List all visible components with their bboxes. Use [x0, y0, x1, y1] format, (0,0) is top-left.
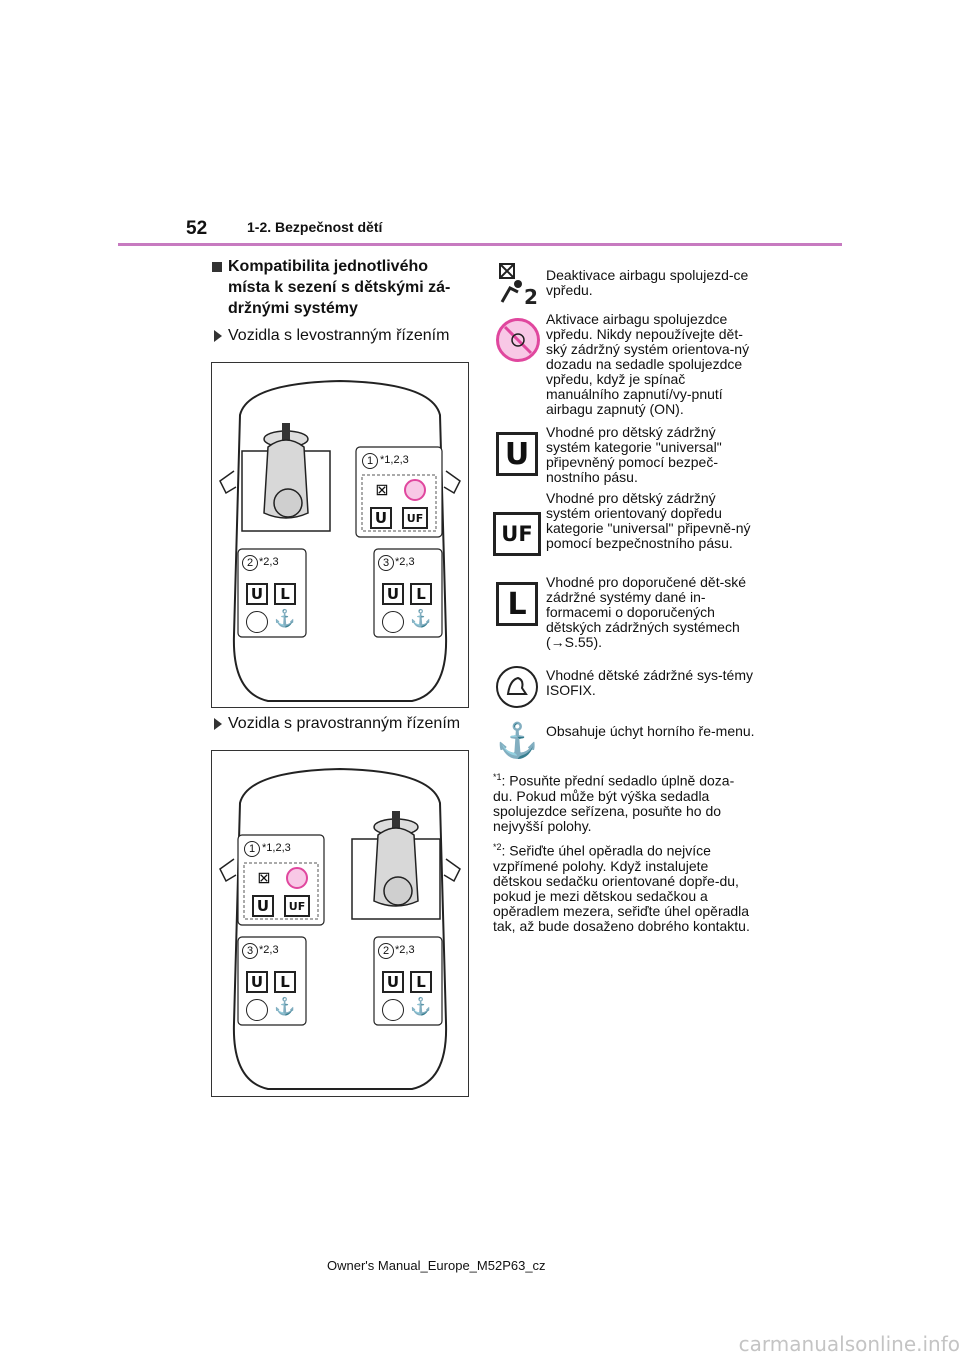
- seat-2-number: 2: [378, 943, 394, 959]
- airbag-deactivated-icon: ⊠: [375, 482, 389, 499]
- legend-text-4: Vhodné pro dětský zádržný systém oriento…: [546, 490, 751, 551]
- universal-u-icon: U: [382, 971, 404, 993]
- universal-uf-icon: UF: [284, 895, 310, 917]
- recommended-l-icon: L: [410, 583, 432, 605]
- universal-u-icon: U: [382, 583, 404, 605]
- heading-bullet: [212, 262, 222, 272]
- svg-text:2: 2: [524, 285, 538, 306]
- airbag-deactivated-icon: ⊠: [257, 870, 271, 887]
- top-tether-icon: ⚓: [410, 997, 432, 1016]
- universal-uf-icon: UF: [402, 507, 428, 529]
- universal-u-icon: U: [246, 971, 268, 993]
- seat-2-note: *2,3: [259, 556, 279, 568]
- top-tether-icon: ⚓: [410, 609, 432, 628]
- universal-uf-icon: UF: [493, 512, 541, 556]
- seat-1-number: 1: [362, 453, 378, 469]
- section-title: 1-2. Bezpečnost dětí: [247, 219, 383, 235]
- top-tether-icon: ⚓: [496, 722, 539, 760]
- recommended-l-icon: L: [496, 582, 538, 626]
- footnote-2-mark: *2: [493, 842, 502, 852]
- legend-text-6: Vhodné dětské zádržné sys-témy ISOFIX.: [546, 667, 753, 698]
- rhd-bullet-icon: [214, 718, 222, 730]
- top-tether-icon: ⚓: [274, 997, 296, 1016]
- header-rule: [118, 243, 842, 246]
- seat-3-note: *2,3: [395, 556, 415, 568]
- isofix-icon: [246, 611, 268, 633]
- recommended-l-icon: L: [274, 971, 296, 993]
- seat-3-note: *2,3: [259, 944, 279, 956]
- isofix-icon: [382, 999, 404, 1021]
- isofix-icon: [382, 611, 404, 633]
- isofix-icon: [496, 666, 538, 708]
- seat-2-number: 2: [242, 555, 258, 571]
- lhd-label: Vozidla s levostranným řízením: [228, 327, 450, 344]
- footnote-1-mark: *1: [493, 772, 502, 782]
- legend-text-5: Vhodné pro doporučené dět-ské zádržné sy…: [546, 574, 747, 650]
- legend-text-1: Deaktivace airbagu spolujezd-ce vpředu.: [546, 267, 749, 298]
- seat-2-note: *2,3: [395, 944, 415, 956]
- seat-3-number: 3: [242, 943, 258, 959]
- rhd-car-outline: [219, 767, 461, 1090]
- seat-3-number: 3: [378, 555, 394, 571]
- section-heading: Kompatibilita jednotlivého místa k sezen…: [228, 258, 451, 317]
- universal-u-icon: U: [370, 507, 392, 529]
- legend-text-7: Obsahuje úchyt horního ře-menu.: [546, 723, 755, 739]
- seat-1-note: *1,2,3: [380, 454, 409, 466]
- universal-u-icon: U: [496, 432, 538, 476]
- legend-text-3: Vhodné pro dětský zádržný systém kategor…: [546, 424, 722, 485]
- rhd-label: Vozidla s pravostranným řízením: [228, 715, 461, 732]
- seat-1-note: *1,2,3: [262, 842, 291, 854]
- universal-u-icon: U: [252, 895, 274, 917]
- lhd-seat-diagram: 1 *1,2,3 ⊠ U UF 2 *2,3 U L ⚓ 3 *2,3 U L …: [211, 362, 469, 708]
- airbag-activated-prohibited-icon: [496, 318, 540, 362]
- footnote-2-text: : Seřiďte úhel opěradla do nejvíce vzpří…: [493, 842, 750, 934]
- footer: Owner's Manual_Europe_M52P63_cz: [327, 1258, 546, 1273]
- top-tether-icon: ⚓: [274, 609, 296, 628]
- footnote-1-text: : Posuňte přední sedadlo úplně doza-du. …: [493, 772, 735, 834]
- page-number: 52: [186, 218, 208, 239]
- seat-1-number: 1: [244, 841, 260, 857]
- airbag-deactivated-icon: 2: [496, 262, 540, 309]
- isofix-icon: [246, 999, 268, 1021]
- footnote-1: *1: Posuňte přední sedadlo úplně doza-du…: [493, 770, 751, 834]
- airbag-activated-prohibited-icon: [286, 867, 308, 889]
- footnote-2: *2: Seřiďte úhel opěradla do nejvíce vzp…: [493, 840, 751, 934]
- lhd-car-outline: [219, 379, 461, 702]
- recommended-l-icon: L: [274, 583, 296, 605]
- airbag-activated-prohibited-icon: [404, 479, 426, 501]
- recommended-l-icon: L: [410, 971, 432, 993]
- watermark: carmanualsonline.info: [738, 1332, 960, 1356]
- legend-text-2: Aktivace airbagu spolujezdce vpředu. Nik…: [546, 311, 750, 417]
- universal-u-icon: U: [246, 583, 268, 605]
- lhd-bullet-icon: [214, 330, 222, 342]
- rhd-seat-diagram: 1 *1,2,3 ⊠ U UF 3 *2,3 U L ⚓ 2 *2,3 U L …: [211, 750, 469, 1097]
